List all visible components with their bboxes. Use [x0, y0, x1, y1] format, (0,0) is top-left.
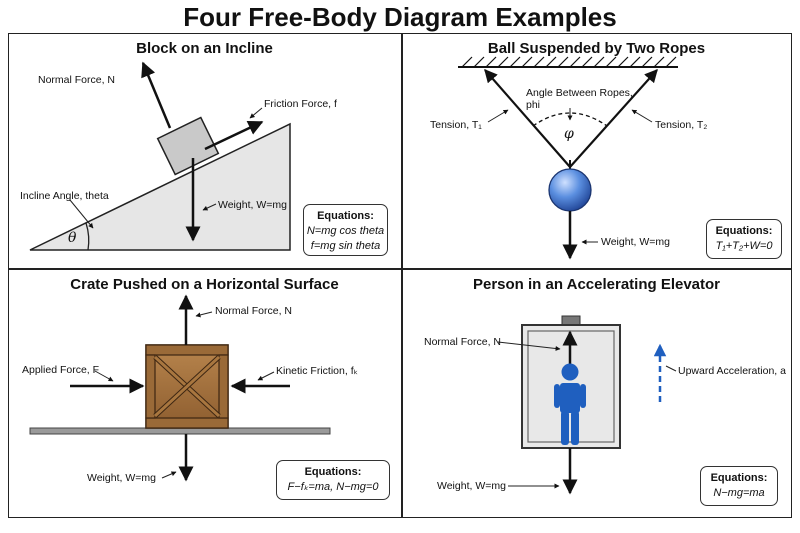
incline-friction-label: Friction Force, f	[264, 98, 337, 110]
incline-angle-label: Incline Angle, theta	[20, 190, 109, 202]
crate-left-plank	[145, 354, 156, 419]
figure-title: Four Free-Body Diagram Examples	[183, 2, 617, 32]
crate-normal-leader	[195, 311, 213, 318]
rope-left	[484, 69, 571, 168]
ropes-equations-box: Equations: T₁+T₂+W=0	[706, 219, 782, 259]
crate-brace-2-fill	[153, 355, 221, 418]
ropes-eq-header: Equations:	[715, 225, 773, 237]
phi-label-line2: phi	[526, 99, 541, 111]
incline-normal-label: Normal Force, N	[38, 74, 116, 86]
normal-force-arrow	[141, 61, 172, 129]
elevator-eq-line1: N−mg=ma	[713, 487, 765, 499]
phi-symbol: φ	[564, 126, 574, 142]
elevator-panel-title: Person in an Accelerating Elevator	[472, 276, 721, 293]
crate-right-plank	[218, 354, 229, 419]
incline-eq-line2: f=mg sin theta	[310, 240, 381, 252]
crate-weight-label: Weight, W=mg	[87, 472, 156, 484]
rope-right	[569, 69, 658, 168]
friction-force-arrow	[204, 120, 264, 151]
crate-weight-leader	[161, 471, 177, 479]
person-figure	[554, 363, 586, 445]
panel-grid	[8, 33, 792, 518]
angle-leader	[69, 199, 94, 229]
crate-bottom-plank	[145, 417, 229, 429]
floor	[29, 427, 331, 435]
incline-equations-box: Equations: N=mg cos theta f=mg sin theta	[303, 204, 388, 256]
phi-arc	[532, 112, 608, 127]
incline-eq-line1: N=mg cos theta	[306, 225, 385, 237]
elevator-weight-label: Weight, W=mg	[437, 480, 506, 492]
elevator-normal-leader	[497, 341, 561, 351]
incline-ramp	[29, 122, 291, 251]
tension1-label: Tension, T₁	[430, 119, 482, 131]
accel-leader	[665, 365, 677, 372]
kinetic-leader	[257, 371, 275, 381]
ropes-panel-art	[458, 56, 678, 260]
elevator-normal-label: Normal Force, N	[424, 336, 502, 348]
elevator-eq-header: Equations:	[710, 472, 768, 484]
ball-weight-label: Weight, W=mg	[601, 236, 670, 248]
crate-eq-header: Equations:	[304, 466, 362, 478]
kinetic-friction-label: Kinetic Friction, fₖ	[276, 365, 359, 377]
tension2-leader	[631, 109, 653, 123]
incline-panel-art	[29, 61, 291, 251]
tension1-leader	[487, 109, 509, 123]
weight-leader	[202, 203, 217, 211]
ceiling-hatch	[461, 56, 677, 68]
friction-leader	[249, 107, 263, 119]
incline-block	[156, 116, 220, 176]
acceleration-label: Upward Acceleration, a	[678, 365, 786, 377]
incline-weight-label: Weight, W=mg	[218, 199, 287, 211]
incline-panel-title: Block on an Incline	[136, 40, 273, 57]
grid-divider-horizontal	[8, 268, 792, 270]
incline-eq-header: Equations:	[317, 210, 374, 222]
ropes-panel-title: Ball Suspended by Two Ropes	[487, 40, 706, 57]
crate-equations-box: Equations: F−fₖ=ma, N−mg=0	[276, 460, 390, 500]
crate-eq-line1: F−fₖ=ma, N−mg=0	[287, 481, 379, 493]
elevator-panel-art	[497, 315, 677, 495]
applied-force-label: Applied Force, F	[22, 364, 100, 376]
crate-normal-label: Normal Force, N	[215, 305, 293, 317]
elevator-cable-mount	[561, 315, 581, 326]
theta-symbol: θ	[68, 230, 77, 246]
crate-top-plank	[145, 344, 229, 356]
ropes-eq-line1: T₁+T₂+W=0	[715, 240, 773, 252]
incline-angle-arc	[85, 222, 90, 251]
phi-label-line1: Angle Between Ropes,	[526, 87, 633, 99]
grid-divider-vertical	[401, 33, 403, 518]
tension2-label: Tension, T₂	[655, 119, 708, 131]
ball	[548, 168, 592, 212]
applied-leader	[94, 370, 114, 382]
crate-panel-art	[29, 294, 331, 482]
elevator-equations-box: Equations: N−mg=ma	[700, 466, 778, 506]
crate-panel-title: Crate Pushed on a Horizontal Surface	[70, 276, 339, 293]
